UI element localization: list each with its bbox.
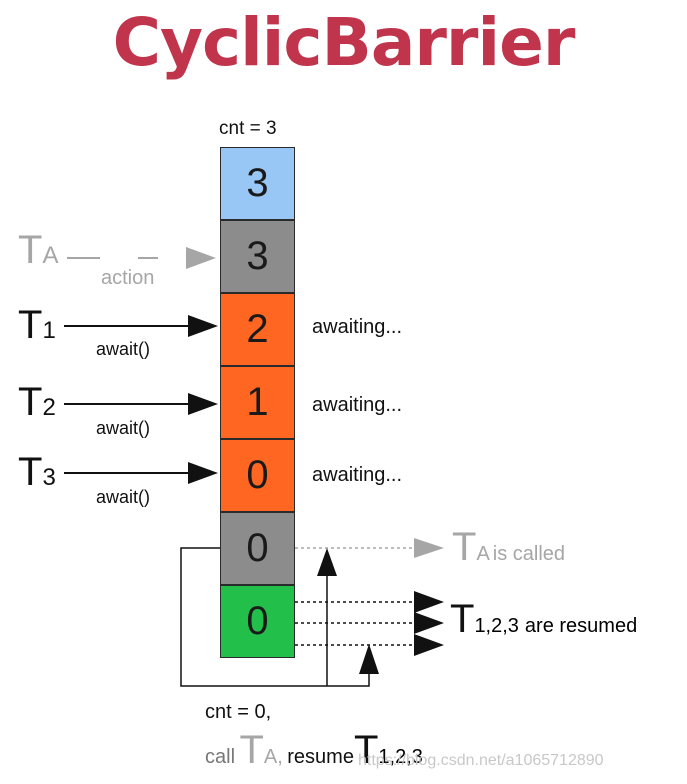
thread-2-await-label: await() xyxy=(96,418,151,438)
action-thread-label: TA xyxy=(18,228,59,272)
watermark: https://blog.csdn.net/a1065712890 xyxy=(358,752,604,769)
thread-2-label: T2 xyxy=(18,380,56,424)
resume-arrows xyxy=(295,591,444,656)
loop-connector xyxy=(180,547,379,687)
thread-2-status: awaiting... xyxy=(312,394,403,416)
counter-cell-t2: 1 xyxy=(220,366,295,439)
bottom-action-text: call TA, resumeT1,2,3 xyxy=(205,728,423,772)
ta-called-arrow xyxy=(295,538,444,558)
action-arrow xyxy=(67,247,216,269)
counter-cell-t3: 0 xyxy=(220,439,295,512)
counter-cell-action: 3 xyxy=(220,220,295,293)
diagram-title: CyclicBarrier xyxy=(112,4,576,81)
bottom-count-text: cnt = 0, xyxy=(205,701,272,723)
counter-cell-trip: 0 xyxy=(220,512,295,585)
thread-1-await-label: await() xyxy=(96,339,151,359)
t3-await-arrow xyxy=(64,462,218,484)
thread-3-status: awaiting... xyxy=(312,464,403,486)
t2-await-arrow xyxy=(64,393,218,415)
counter-cell-t1: 2 xyxy=(220,293,295,366)
counter-label: cnt = 3 xyxy=(219,118,277,139)
counter-cell-reset: 0 xyxy=(220,585,295,658)
t1-await-arrow xyxy=(64,315,218,337)
action-label: action xyxy=(101,267,155,289)
thread-3-label: T3 xyxy=(18,450,56,494)
thread-1-label: T1 xyxy=(18,303,56,347)
thread-1-status: awaiting... xyxy=(312,316,403,338)
thread-3-await-label: await() xyxy=(96,487,151,507)
counter-cell-initial: 3 xyxy=(220,147,295,220)
